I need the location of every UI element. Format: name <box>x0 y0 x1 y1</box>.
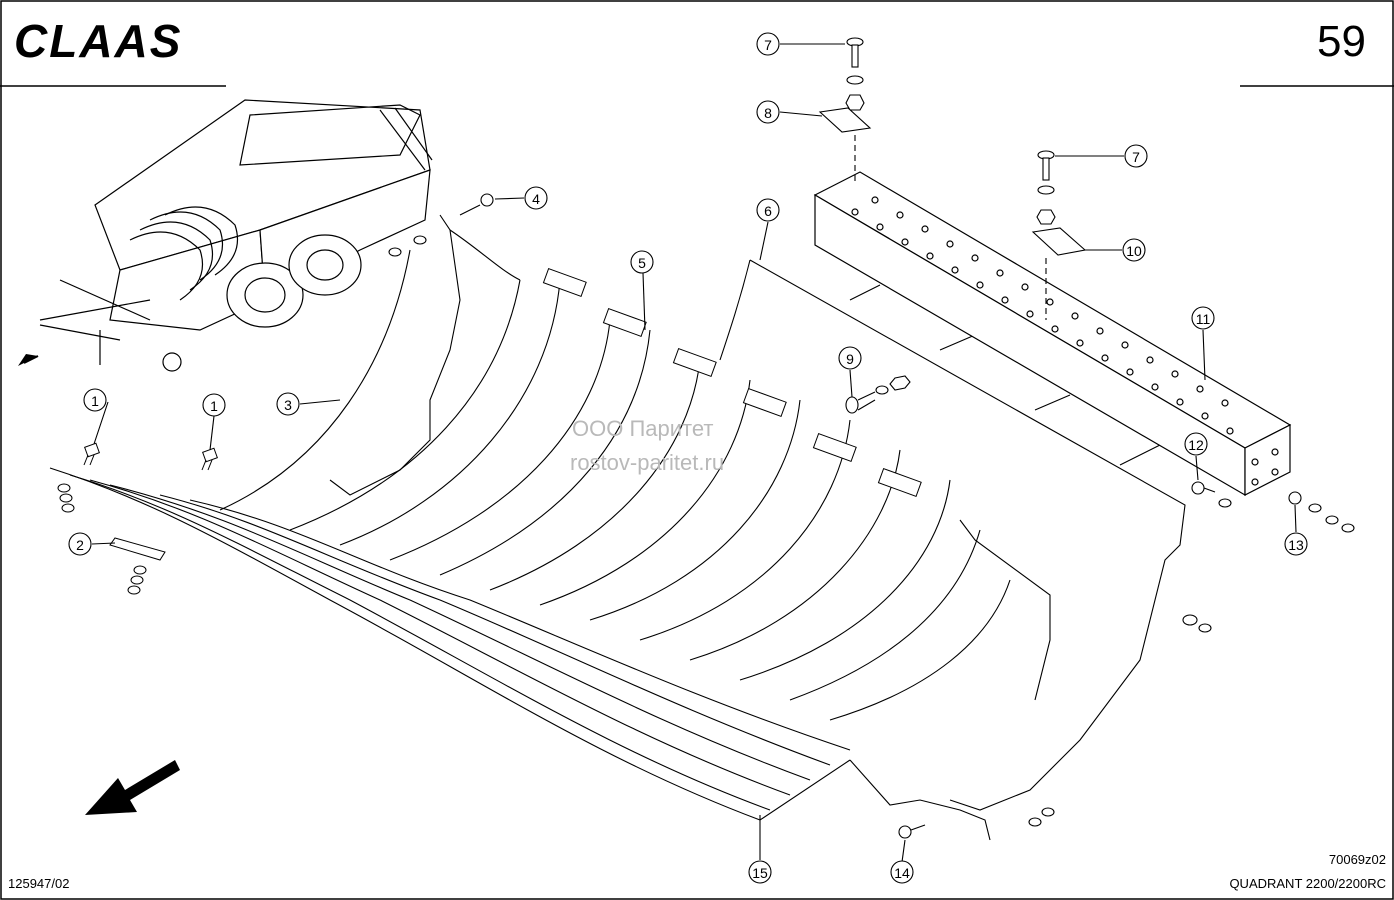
callout-13 <box>1284 532 1308 556</box>
callout-label-14: 14 <box>894 865 910 881</box>
baler-body-side <box>109 229 266 331</box>
callout-9 <box>838 346 862 370</box>
callout-label-7a: 7 <box>764 37 772 53</box>
callout-14 <box>890 860 914 884</box>
callout-5 <box>630 250 654 274</box>
callout-11 <box>1191 306 1215 330</box>
callout-markers <box>68 32 1308 884</box>
callout-label-2: 2 <box>76 537 84 553</box>
callout-label-11: 11 <box>1196 311 1211 327</box>
callout-12 <box>1184 432 1208 456</box>
callout-label-15: 15 <box>752 865 768 881</box>
callout-10 <box>1122 238 1146 262</box>
callout-7b <box>1124 144 1148 168</box>
document-code: 125947/02 <box>8 876 70 891</box>
callout-label-7b: 7 <box>1132 149 1140 165</box>
panel-slot-tabs <box>542 267 922 497</box>
baler-machine-illustration <box>39 99 433 372</box>
bolt-1a <box>83 442 100 466</box>
watermark-company: ООО Паритет <box>572 416 714 441</box>
callout-4 <box>524 186 548 210</box>
callout-1a <box>83 388 107 412</box>
callout-label-6: 6 <box>764 203 772 219</box>
callout-label-8: 8 <box>764 105 772 121</box>
callout-label-13: 13 <box>1288 537 1304 553</box>
callout-label-4: 4 <box>532 191 540 207</box>
callout-7a <box>756 32 780 56</box>
drawing-code: 70069z02 <box>1328 852 1386 867</box>
callout-2 <box>68 532 92 556</box>
callout-label-9: 9 <box>846 351 854 367</box>
claas-logo: CLAAS <box>14 15 183 67</box>
callout-8 <box>756 100 780 124</box>
bolt-1b <box>201 447 218 471</box>
plate-2 <box>109 537 166 561</box>
callout-label-1b: 1 <box>210 398 218 414</box>
callout-15 <box>748 860 772 884</box>
callout-labels: 1 1 2 3 4 5 6 7 7 8 9 10 11 12 13 14 15 <box>76 37 1304 881</box>
callout-6 <box>756 198 780 222</box>
callout-label-1a: 1 <box>91 393 99 409</box>
washers-left <box>57 483 147 595</box>
page-number: 59 <box>1317 17 1366 66</box>
callout-label-3: 3 <box>284 397 292 413</box>
callout-1b <box>202 393 226 417</box>
square-tube-beam <box>813 171 1292 497</box>
callout-3 <box>276 392 300 416</box>
model-name: QUADRANT 2200/2200RC <box>1229 876 1386 891</box>
watermark-url: rostov-paritet.ru <box>570 450 725 475</box>
travel-direction-arrow <box>85 760 180 815</box>
callout-label-12: 12 <box>1188 437 1204 453</box>
curved-cover-panels <box>49 214 1186 841</box>
callout-label-5: 5 <box>638 255 646 271</box>
callout-label-10: 10 <box>1126 243 1142 259</box>
